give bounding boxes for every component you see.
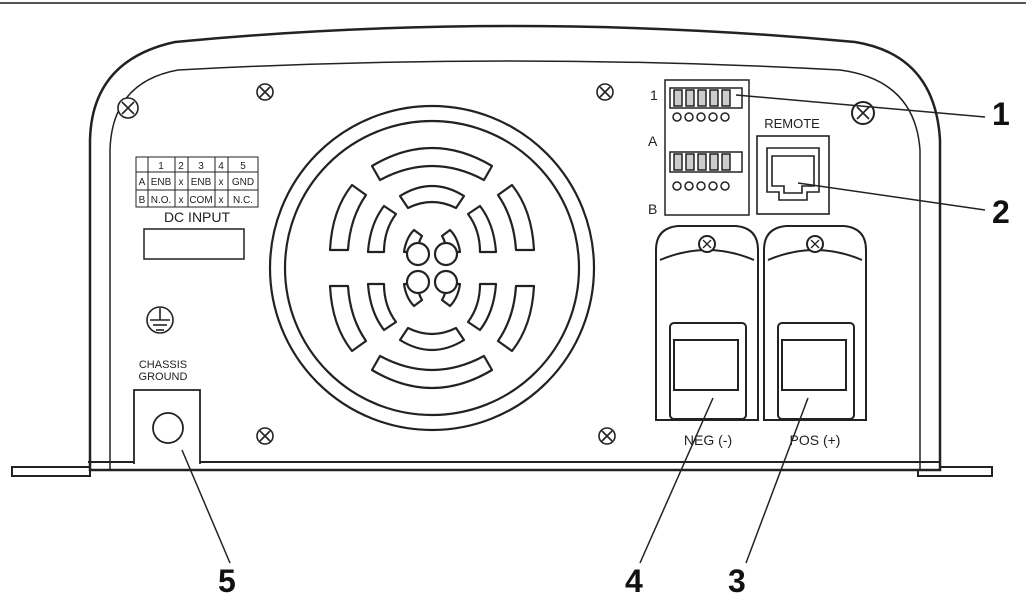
callout-3: 3 <box>728 563 746 599</box>
panel-inner <box>109 60 921 470</box>
label-blank-box <box>143 228 245 260</box>
ground-label-line1: CHASSIS <box>139 359 187 371</box>
table-row-b-5: N.C. <box>233 195 253 206</box>
connector-row-b-label: B <box>648 201 657 217</box>
fan-grille-icon <box>268 104 596 432</box>
screw-icon <box>117 83 875 445</box>
table-row-a-2: x <box>179 177 184 188</box>
table-row-a-3: ENB <box>191 177 212 188</box>
leader-lines <box>181 94 986 564</box>
table-row-a-label: A <box>139 177 146 188</box>
ground-symbol-icon <box>146 306 174 334</box>
pos-terminal <box>763 225 867 421</box>
table-row-b-label: B <box>139 195 146 206</box>
table-caption: DC INPUT <box>164 209 231 225</box>
dc-input-table-text: 1 2 3 4 5 A ENB x ENB x GND B N.O. x COM… <box>139 161 254 225</box>
rj45-port-icon <box>756 135 830 215</box>
connector-row-a-label: A <box>648 133 658 149</box>
ground-label-line2: GROUND <box>139 371 188 383</box>
table-header-5: 5 <box>240 161 246 172</box>
table-header-2: 2 <box>178 161 184 172</box>
table-header-1: 1 <box>158 161 164 172</box>
pos-terminal-label: POS (+) <box>790 432 841 448</box>
callout-5: 5 <box>218 563 236 599</box>
table-row-b-2: x <box>179 195 184 206</box>
table-row-a-1: ENB <box>151 177 172 188</box>
neg-terminal <box>655 225 759 421</box>
callout-4: 4 <box>625 563 643 599</box>
callout-2: 2 <box>992 194 1010 230</box>
table-row-a-5: GND <box>232 177 254 188</box>
chassis-ground-terminal <box>133 389 201 464</box>
remote-label: REMOTE <box>764 116 820 131</box>
table-header-3: 3 <box>198 161 204 172</box>
table-row-a-4: x <box>219 177 224 188</box>
callout-1: 1 <box>992 96 1010 132</box>
dip-connector-block <box>664 79 750 216</box>
table-row-b-4: x <box>219 195 224 206</box>
table-header-4: 4 <box>218 161 224 172</box>
dc-input-table <box>135 156 259 208</box>
table-row-b-3: COM <box>189 195 212 206</box>
connector-row-1-label: 1 <box>650 87 658 103</box>
table-row-b-1: N.O. <box>151 195 172 206</box>
